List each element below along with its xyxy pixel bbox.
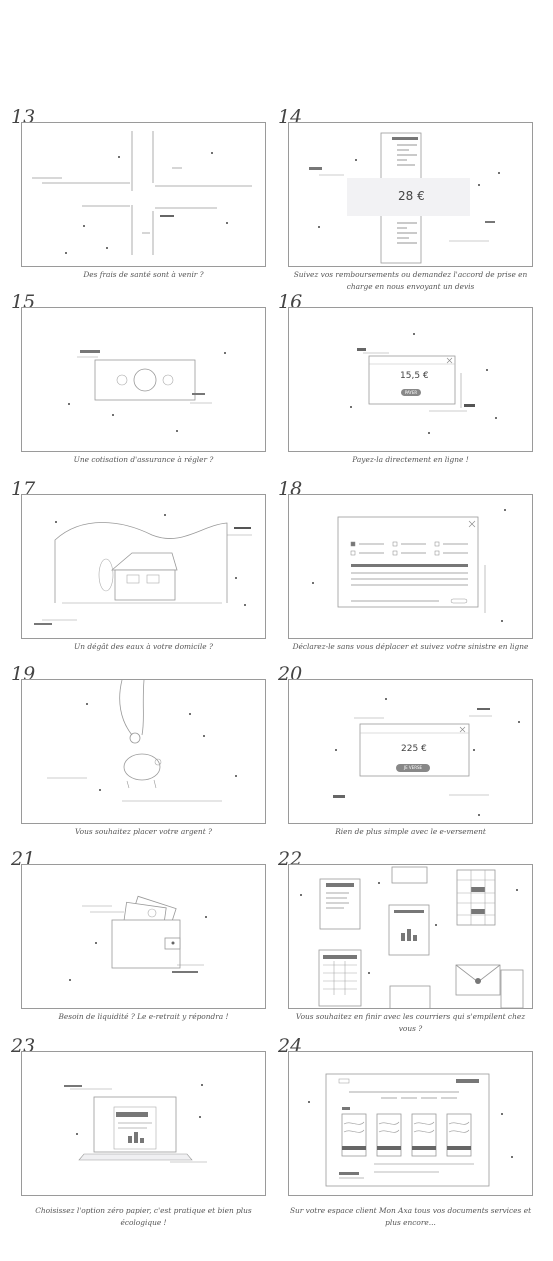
illustration-frame: [288, 864, 533, 1009]
illustration-frame: 225 € JE VERSE: [288, 679, 533, 824]
illustration-frame: [21, 307, 266, 452]
road-crossing-illustration: [32, 131, 252, 255]
paper-documents-illustration: [300, 866, 524, 1008]
panel-caption: Rien de plus simple avec le e-versement: [335, 827, 486, 836]
illustration-frame: [21, 122, 266, 267]
illustration-frame: [21, 679, 266, 824]
panel-caption: Choisissez l'option zéro papier, c'est p…: [35, 1206, 252, 1227]
illustration-frame: 28 €: [288, 122, 533, 267]
illustration-frame: [288, 1051, 533, 1196]
panel-caption: Vous souhaitez placer votre argent ?: [75, 827, 212, 836]
claim-form-illustration: [312, 509, 506, 622]
panel-caption: Sur votre espace client Mon Axa tous vos…: [289, 1206, 532, 1227]
panel-caption: Une cotisation d'assurance à régler ?: [73, 455, 214, 464]
panel-caption: Suivez vos remboursements ou demandez l'…: [293, 270, 528, 291]
panel-caption: Payez-la directement en ligne !: [352, 455, 469, 464]
panel-caption: Un dégât des eaux à votre domicile ?: [74, 642, 213, 651]
panel-caption: Besoin de liquidité ? Le e-retrait y rép…: [58, 1012, 229, 1021]
piggy-bank-illustration: [47, 680, 237, 802]
payment-window-illustration: [350, 333, 497, 434]
amount-label: 28 €: [398, 189, 425, 203]
illustration-frame: 15,5 € PAYER: [288, 307, 533, 452]
illustration-frame: [21, 494, 266, 639]
illustration-frame: [21, 1051, 266, 1196]
receipt-illustration: [309, 132, 500, 264]
house-flood-illustration: [34, 514, 252, 625]
pay-button[interactable]: PAYER: [401, 389, 421, 396]
panel-caption: Vous souhaitez en finir avec les courrie…: [295, 1012, 526, 1033]
amount-label: 15,5 €: [400, 371, 429, 381]
illustration-frame: [288, 494, 533, 639]
client-portal-illustration: [308, 1073, 513, 1187]
illustration-frame: [21, 864, 266, 1009]
laptop-illustration: [64, 1084, 207, 1163]
amount-label: 225 €: [401, 744, 427, 754]
panel-caption: Déclarez-le sans vous déplacer et suivez…: [292, 642, 529, 651]
panel-caption: Des frais de santé sont à venir ?: [83, 270, 204, 279]
deposit-button[interactable]: JE VERSE: [396, 764, 430, 772]
banknote-illustration: [68, 350, 226, 432]
wallet-illustration: [69, 895, 207, 981]
